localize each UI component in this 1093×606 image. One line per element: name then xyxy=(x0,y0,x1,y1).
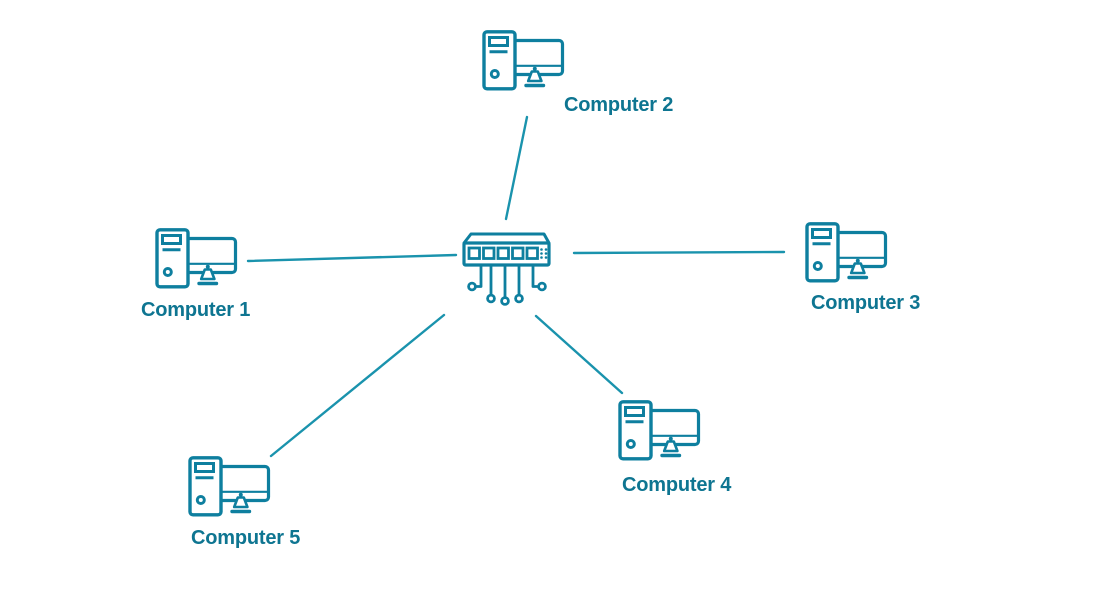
computer-3-label: Computer 3 xyxy=(811,292,921,314)
connection-computer1-switch xyxy=(246,253,458,263)
computer-2-node xyxy=(481,30,565,94)
connection-switch-computer4 xyxy=(534,314,624,395)
network-switch-node xyxy=(460,228,552,306)
desktop-computer-icon xyxy=(155,228,238,289)
computer-2-label: Computer 2 xyxy=(564,94,674,116)
computer-1-node xyxy=(154,228,238,292)
desktop-computer-icon xyxy=(618,400,701,461)
desktop-computer-icon xyxy=(482,30,565,91)
computer-5-label: Computer 5 xyxy=(191,527,301,549)
computer-1-label: Computer 1 xyxy=(141,299,251,321)
connection-computer2-switch xyxy=(504,115,529,221)
connection-switch-computer5 xyxy=(269,313,446,458)
network-switch-icon xyxy=(462,232,551,306)
computer-5-node xyxy=(187,456,271,520)
desktop-computer-icon xyxy=(805,222,888,283)
computer-4-label: Computer 4 xyxy=(622,474,732,496)
computer-4-node xyxy=(617,400,701,464)
desktop-computer-icon xyxy=(188,456,271,517)
computer-3-node xyxy=(804,222,888,286)
connection-switch-computer3 xyxy=(572,250,786,255)
